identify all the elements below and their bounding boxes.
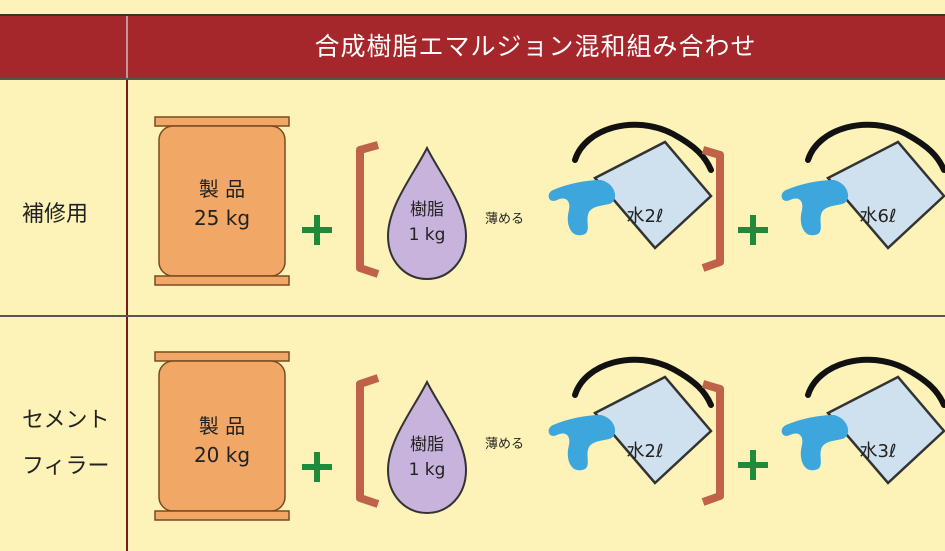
- row-label-repair: 補修用: [22, 196, 148, 228]
- resin-name: 樹脂: [410, 435, 444, 455]
- resin-name: 樹脂: [410, 200, 444, 220]
- water-bucket-icon: [782, 360, 944, 483]
- water-amount: 水2ℓ: [627, 441, 664, 462]
- product-name: 製 品: [199, 177, 245, 201]
- water-amount: 水2ℓ: [627, 206, 664, 227]
- plus-icon: [302, 452, 332, 482]
- row-label-line: フィラー: [22, 454, 110, 479]
- water-bucket-icon: [549, 125, 711, 248]
- plus-icon: [738, 215, 768, 245]
- water-bucket-icon: [549, 360, 711, 483]
- header-bottom-line: [0, 78, 945, 80]
- product-name: 製 品: [199, 414, 245, 438]
- dilute-label: 薄める: [485, 212, 524, 227]
- water-amount: 水3ℓ: [860, 441, 897, 462]
- header-bar: 合成樹脂エマルジョン混和組み合わせ: [0, 16, 945, 78]
- resin-amount: 1 kg: [409, 225, 446, 245]
- column-divider: [126, 16, 128, 551]
- header-title: 合成樹脂エマルジョン混和組み合わせ: [314, 32, 757, 61]
- resin-amount: 1 kg: [409, 460, 446, 480]
- row-label-cement-filler: セメント フィラー: [22, 398, 148, 490]
- top-border: [0, 14, 945, 16]
- water-bucket-icon: [782, 125, 944, 248]
- row-label-line: 補修用: [22, 202, 89, 227]
- plus-icon: [738, 450, 768, 480]
- water-amount: 水6ℓ: [860, 206, 897, 227]
- header-divider: [126, 16, 128, 78]
- bracket-right-icon: [701, 380, 724, 506]
- bracket-right-icon: [701, 146, 724, 272]
- row-label-line: セメント: [22, 408, 110, 433]
- bracket-left-icon: [356, 374, 380, 508]
- product-bag-icon: [154, 116, 290, 286]
- plus-icon: [302, 215, 332, 245]
- row-divider: [0, 315, 945, 317]
- bracket-left-icon: [356, 141, 380, 278]
- dilute-label: 薄める: [485, 437, 524, 452]
- product-amount: 20 kg: [194, 443, 250, 467]
- product-amount: 25 kg: [194, 206, 250, 230]
